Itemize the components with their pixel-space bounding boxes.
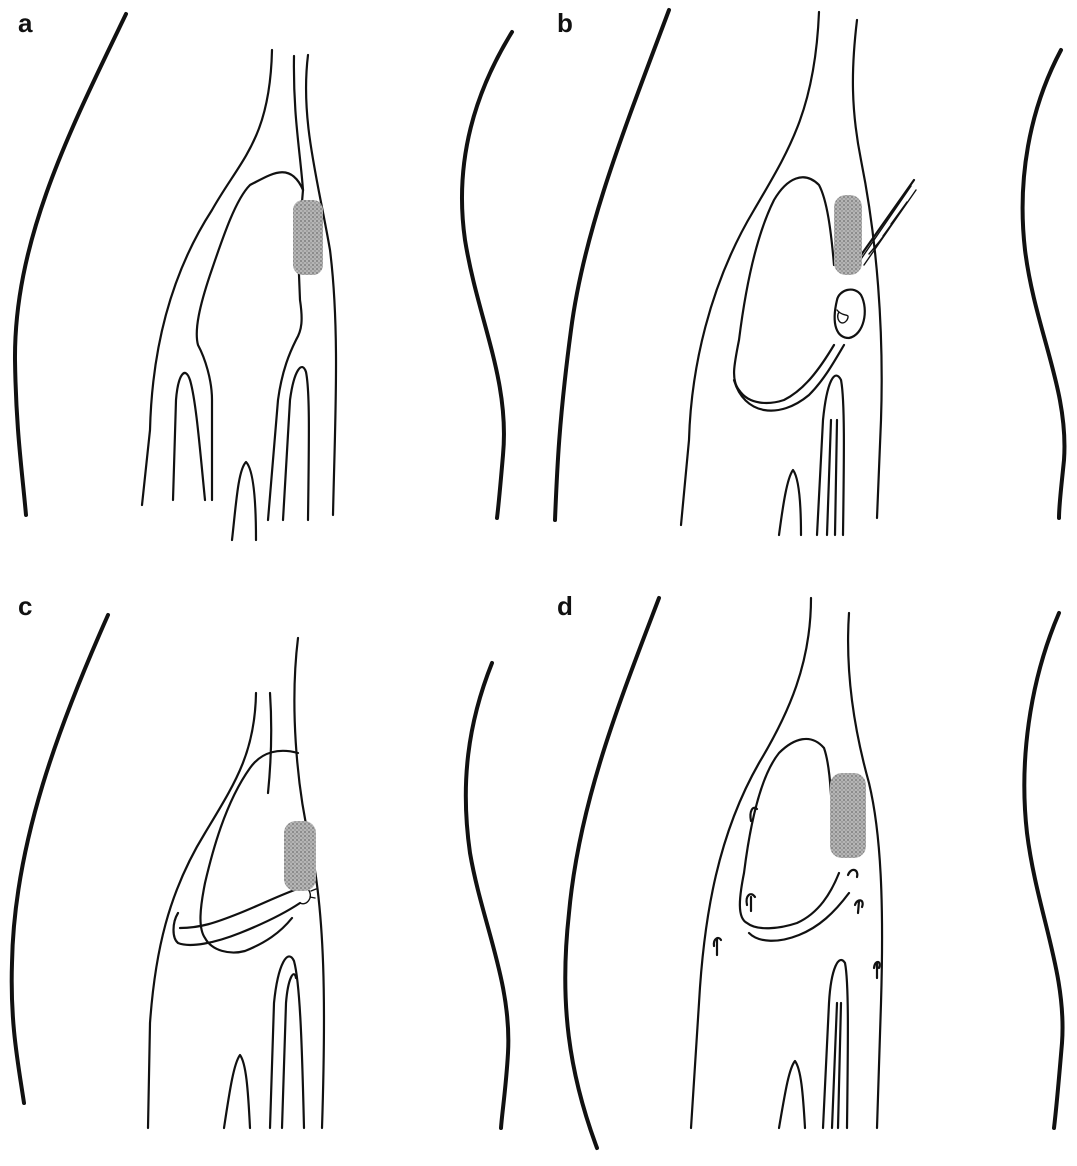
vein-outer-left-wall: [691, 598, 811, 1128]
panel-d-drawing: [539, 583, 1077, 1166]
panel-label: a: [18, 10, 32, 36]
skin-outline-left: [12, 615, 108, 1103]
panel-label: b: [557, 10, 573, 36]
suture-knot: [837, 310, 848, 323]
branch-center: [232, 462, 256, 540]
venous-loop: [734, 177, 834, 403]
skin-outline-right: [1023, 50, 1065, 518]
ligated-stump: [835, 290, 865, 338]
panel-d: d: [539, 583, 1077, 1166]
branch-center: [779, 470, 801, 535]
panel-label: d: [557, 593, 573, 619]
panel-label: c: [18, 593, 32, 619]
venous-loop-lower: [749, 893, 849, 941]
thrombus-stippled-area: [293, 200, 323, 275]
branch-center: [779, 1061, 805, 1128]
flow-arrow-right-lower: [874, 962, 880, 978]
needle-cannula: [854, 180, 914, 265]
vein-outer-left-wall: [142, 50, 272, 505]
vein-inner-wall: [268, 693, 271, 793]
panel-b: b: [539, 0, 1077, 583]
skin-outline-left: [555, 10, 669, 520]
panel-c: c: [0, 583, 538, 1166]
thrombus-stippled-area: [834, 195, 862, 275]
branch-right: [270, 956, 304, 1128]
flow-arrow-ligation: [855, 900, 863, 913]
vein-outer-right-wall: [306, 55, 336, 515]
venous-loop: [740, 739, 839, 928]
thrombus-stippled-area: [830, 773, 866, 858]
branch-right-inner: [832, 1003, 841, 1128]
vein-outer-left-wall: [681, 12, 819, 525]
skin-outline-right: [1024, 613, 1062, 1128]
panel-b-drawing: [539, 0, 1077, 583]
branch-center: [224, 1055, 250, 1128]
flow-arrow-right-upper: [848, 870, 857, 877]
branch-left-outer: [173, 373, 205, 500]
flow-arrow-left: [747, 894, 755, 911]
branch-right-inner: [827, 420, 837, 535]
thrombus-stippled-area: [284, 821, 316, 891]
panel-a: a: [0, 0, 538, 583]
skin-outline-right: [462, 32, 512, 518]
skin-outline-left: [15, 14, 126, 515]
vein-inner-wall: [294, 56, 303, 190]
skin-outline-right: [466, 663, 509, 1128]
panel-a-drawing: [0, 0, 538, 583]
skin-outline-left: [565, 598, 659, 1148]
branch-right: [283, 367, 309, 520]
flow-arrow-lower-left: [714, 938, 721, 955]
venous-loop-lower: [174, 903, 301, 945]
branch-right-inner: [282, 974, 296, 1128]
panel-c-drawing: [0, 583, 538, 1166]
ligated-trunk: [180, 888, 300, 928]
